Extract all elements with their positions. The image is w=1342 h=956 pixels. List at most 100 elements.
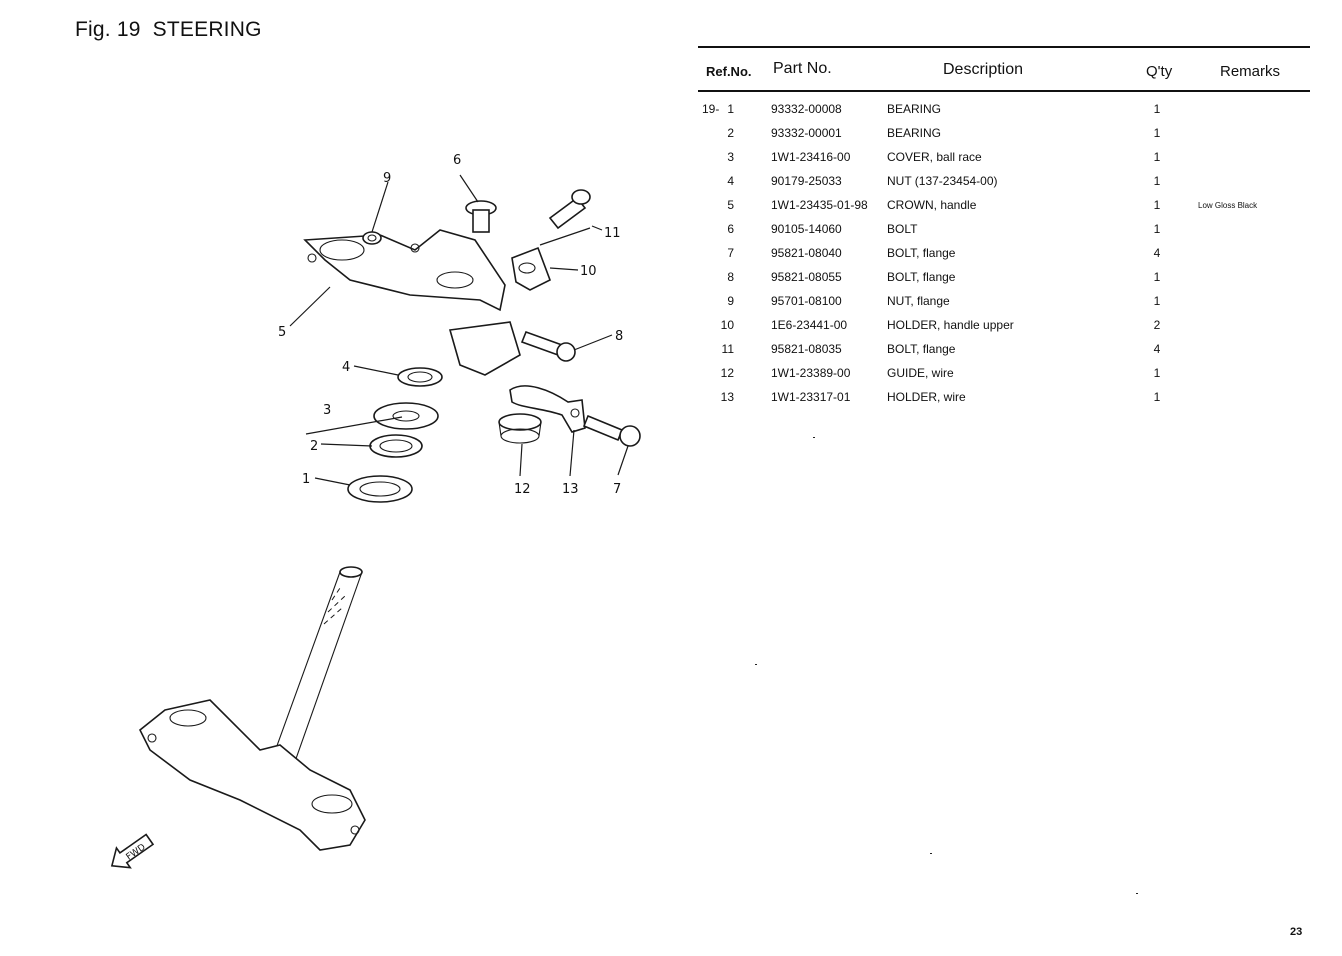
cell-description: NUT (137-23454-00) (887, 174, 998, 188)
cell-ref: 4 (727, 174, 734, 188)
table-row: 5 1W1-23435-01-98 CROWN, handle 1 Low Gl… (698, 194, 1310, 218)
cell-part-no: 90179-25033 (771, 174, 842, 188)
table-row: 8 95821-08055 BOLT, flange 1 (698, 266, 1310, 290)
cell-ref: 7 (727, 246, 734, 260)
callout-13: 13 (562, 482, 579, 497)
table-top-rule (698, 46, 1310, 48)
cell-qty: 1 (1153, 366, 1161, 380)
diagram-svg: FWD 1 2 3 4 5 6 7 8 9 10 11 (110, 153, 641, 869)
cell-ref: 10 (720, 318, 734, 332)
cell-ref: 5 (727, 198, 734, 212)
cell-part-no: 1W1-23317-01 (771, 390, 851, 404)
cell-part-no: 1E6-23441-00 (771, 318, 848, 332)
cell-ref: 8 (727, 270, 734, 284)
scan-speck (755, 664, 757, 665)
header-remarks: Remarks (1220, 63, 1281, 80)
fwd-arrow-icon: FWD (110, 833, 155, 869)
cell-remarks: Low Gloss Black (1198, 201, 1258, 210)
header-ref-no: Ref.No. (706, 64, 752, 79)
bolt-part (465, 200, 497, 233)
callout-9: 9 (383, 171, 391, 186)
handle-crown-part (303, 229, 521, 376)
cell-description: BOLT (887, 222, 918, 236)
callout-12: 12 (514, 482, 531, 497)
callout-8: 8 (615, 329, 623, 344)
ball-race-cover-part (373, 402, 439, 430)
callout-4: 4 (342, 360, 350, 375)
cell-part-no: 95821-08040 (771, 246, 842, 260)
cell-qty: 4 (1153, 246, 1161, 260)
cell-description: BOLT, flange (887, 342, 956, 356)
cell-qty: 1 (1153, 174, 1161, 188)
callout-5: 5 (278, 325, 286, 340)
table-row: 13 1W1-23317-01 HOLDER, wire 1 (698, 386, 1310, 410)
cell-part-no: 95701-08100 (771, 294, 842, 308)
cell-description: BOLT, flange (887, 270, 956, 284)
scan-speck (1136, 893, 1138, 894)
cell-description: BEARING (887, 102, 942, 116)
cell-ref: 6 (727, 222, 734, 236)
cell-ref: 1 (727, 102, 734, 116)
cell-description: CROWN, handle (887, 198, 977, 212)
wire-holder-part (509, 385, 586, 433)
cell-description: BEARING (887, 126, 942, 140)
side-flange-bolt-part (520, 330, 576, 362)
cell-ref: 13 (720, 390, 734, 404)
cell-ref: 12 (720, 366, 734, 380)
figure-title: Fig. 19 STEERING (75, 18, 262, 41)
cell-qty: 1 (1153, 102, 1161, 116)
cell-part-no: 90105-14060 (771, 222, 842, 236)
cell-qty: 1 (1153, 270, 1161, 284)
lower-flange-bolt-part (582, 414, 641, 447)
cell-ref: 3 (727, 150, 734, 164)
table-row: 10 1E6-23441-00 HOLDER, handle upper 2 (698, 314, 1310, 338)
cell-description: BOLT, flange (887, 246, 956, 260)
leader-lines (289, 174, 629, 486)
table-row: 4 90179-25033 NUT (137-23454-00) 1 (698, 170, 1310, 194)
cell-part-no: 93332-00008 (771, 102, 842, 116)
lower-bearing-part (347, 475, 413, 503)
scan-speck (930, 853, 932, 854)
cell-ref: 2 (727, 126, 734, 140)
header-qty: Q'ty (1146, 63, 1173, 80)
table-header-rule (698, 90, 1310, 92)
table-row: 19- 1 93332-00008 BEARING 1 (698, 98, 1310, 122)
table-row: 6 90105-14060 BOLT 1 (698, 218, 1310, 242)
cell-ref: 9 (727, 294, 734, 308)
cell-description: NUT, flange (887, 294, 950, 308)
callout-1: 1 (302, 472, 310, 487)
steering-stem-part (138, 566, 366, 851)
callout-11: 11 (604, 226, 621, 241)
cell-part-no: 95821-08035 (771, 342, 842, 356)
wire-guide-part (498, 413, 542, 444)
table-row: 2 93332-00001 BEARING 1 (698, 122, 1310, 146)
cell-qty: 1 (1153, 126, 1161, 140)
callout-2: 2 (310, 439, 318, 454)
callout-10: 10 (580, 264, 597, 279)
handle-holder-part (511, 246, 552, 291)
flange-nut-part (362, 231, 382, 245)
callout-7: 7 (613, 482, 621, 497)
table-row: 7 95821-08040 BOLT, flange 4 (698, 242, 1310, 266)
page-number: 23 (1290, 926, 1303, 938)
table-row: 12 1W1-23389-00 GUIDE, wire 1 (698, 362, 1310, 386)
ref-prefix: 19- (702, 102, 720, 116)
cell-description: HOLDER, wire (887, 390, 966, 404)
cell-qty: 1 (1153, 294, 1161, 308)
cell-qty: 4 (1153, 342, 1161, 356)
steering-exploded-diagram: FWD 1 2 3 4 5 6 7 8 9 10 11 (80, 140, 680, 920)
header-part-no: Part No. (773, 60, 832, 77)
table-row: 9 95701-08100 NUT, flange 1 (698, 290, 1310, 314)
cell-ref: 11 (721, 342, 734, 356)
cell-description: HOLDER, handle upper (887, 318, 1014, 332)
cell-part-no: 1W1-23435-01-98 (771, 198, 868, 212)
ring-nut-part (397, 367, 443, 387)
cell-part-no: 93332-00001 (771, 126, 842, 140)
table-row: 11 95821-08035 BOLT, flange 4 (698, 338, 1310, 362)
cell-part-no: 1W1-23389-00 (771, 366, 851, 380)
callout-3: 3 (323, 403, 331, 418)
header-description: Description (943, 61, 1024, 78)
cell-part-no: 1W1-23416-00 (771, 150, 851, 164)
cell-description: GUIDE, wire (887, 366, 954, 380)
cell-qty: 1 (1153, 150, 1161, 164)
